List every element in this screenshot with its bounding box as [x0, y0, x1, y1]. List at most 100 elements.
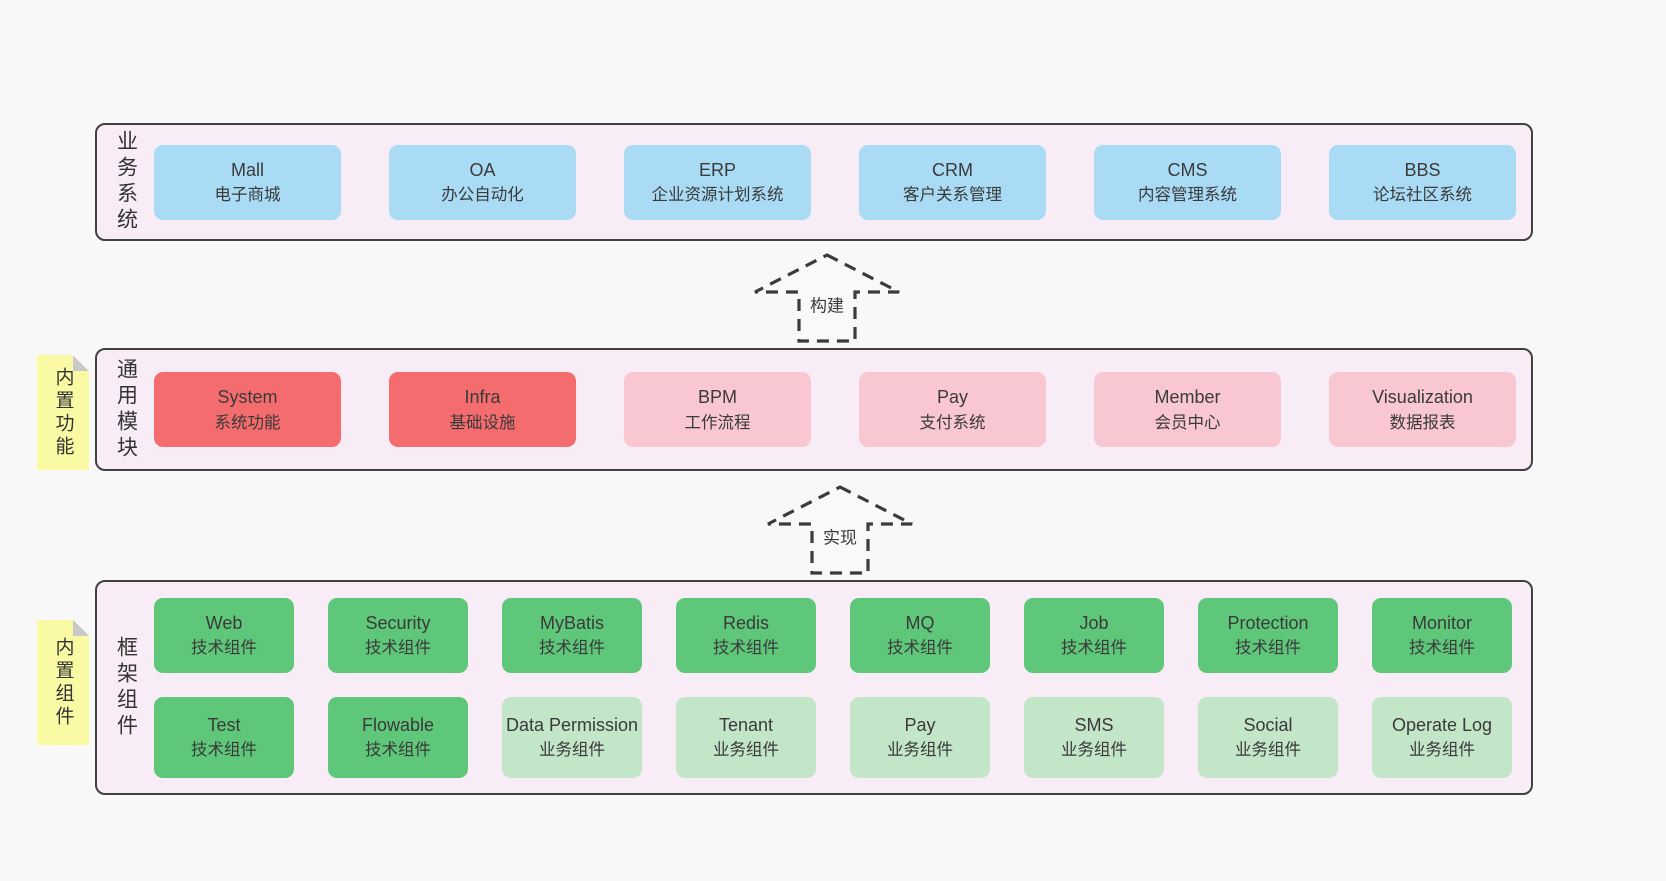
- box-title: Member: [1154, 387, 1221, 408]
- module-box-monitor: Monitor 技术组件: [1372, 597, 1512, 673]
- box-subtitle: 技术组件: [539, 639, 605, 658]
- box-subtitle: 技术组件: [365, 639, 431, 658]
- module-box-sms: SMS 业务组件: [1024, 696, 1164, 778]
- sticky-fold-corner: [73, 355, 89, 371]
- sticky-fold-corner: [73, 620, 89, 636]
- box-subtitle: 业务组件: [1061, 741, 1127, 760]
- box-title: SMS: [1074, 714, 1114, 735]
- module-box-security: Security 技术组件: [328, 597, 468, 673]
- module-box-flowable: Flowable 技术组件: [328, 696, 468, 778]
- box-subtitle: 业务组件: [539, 741, 605, 760]
- box-title: Infra: [464, 387, 501, 408]
- box-subtitle: 基础设施: [449, 413, 516, 432]
- box-subtitle: 工作流程: [684, 413, 751, 432]
- box-subtitle: 技术组件: [191, 639, 257, 658]
- box-subtitle: 技术组件: [1409, 639, 1475, 658]
- implement-arrow: 实现: [765, 484, 915, 576]
- module-box-pay: Pay 支付系统: [859, 372, 1046, 447]
- box-title: Flowable: [361, 714, 435, 735]
- layer-label-business: 业务系统: [114, 130, 138, 234]
- module-box-oa: OA 办公自动化: [389, 144, 576, 220]
- module-box-crm: CRM 客户关系管理: [859, 144, 1046, 220]
- module-box-job: Job 技术组件: [1024, 597, 1164, 673]
- module-box-operate-log: Operate Log 业务组件: [1372, 696, 1512, 778]
- box-subtitle: 客户关系管理: [903, 186, 1002, 205]
- box-subtitle: 企业资源计划系统: [651, 186, 784, 205]
- module-box-erp: ERP 企业资源计划系统: [624, 144, 811, 220]
- box-subtitle: 业务组件: [713, 741, 779, 760]
- box-subtitle: 业务组件: [887, 741, 953, 760]
- box-subtitle: 支付系统: [919, 413, 986, 432]
- build-arrow-label: 构建: [807, 290, 847, 318]
- box-title: Protection: [1227, 612, 1309, 633]
- module-box-bpm: BPM 工作流程: [624, 372, 811, 447]
- box-title: Mall: [230, 159, 264, 180]
- module-box-system: System 系统功能: [154, 372, 341, 447]
- box-title: CMS: [1167, 159, 1208, 180]
- module-box-member: Member 会员中心: [1094, 372, 1281, 447]
- module-box-web: Web 技术组件: [154, 597, 294, 673]
- layer-label-framework: 框架组件: [114, 635, 138, 740]
- layer-business-systems: 业务系统 Mall 电子商城 OA 办公自动化 ERP 企业资源计划系统 CRM 客户关系管理…: [95, 123, 1533, 241]
- build-arrow: 构建: [752, 252, 902, 344]
- box-subtitle: 技术组件: [191, 741, 257, 760]
- layer-label-common: 通用模块: [114, 357, 138, 462]
- box-row: System 系统功能 Infra 基础设施 BPM 工作流程 Pay 支付系统 Member 会…: [154, 372, 1531, 447]
- box-subtitle: 技术组件: [365, 741, 431, 760]
- sticky-note-text: 内置组件: [52, 636, 74, 729]
- box-subtitle: 数据报表: [1389, 413, 1456, 432]
- box-subtitle: 业务组件: [1409, 741, 1475, 760]
- box-subtitle: 办公自动化: [441, 186, 524, 205]
- box-title: MQ: [905, 612, 935, 633]
- box-subtitle: 论坛社区系统: [1373, 186, 1472, 205]
- box-title: Pay: [936, 387, 969, 408]
- module-box-mall: Mall 电子商城: [154, 144, 341, 220]
- box-subtitle: 系统功能: [214, 413, 281, 432]
- box-subtitle: 技术组件: [1061, 639, 1127, 658]
- business-boxes: Mall 电子商城 OA 办公自动化 ERP 企业资源计划系统 CRM 客户关系管理 CMS 内容…: [154, 125, 1531, 239]
- box-title: Security: [365, 612, 431, 633]
- box-title: Redis: [722, 612, 770, 633]
- box-subtitle: 业务组件: [1235, 741, 1301, 760]
- box-subtitle: 技术组件: [887, 639, 953, 658]
- box-title: Web: [205, 612, 243, 633]
- module-box-cms: CMS 内容管理系统: [1094, 144, 1281, 220]
- box-title: Test: [207, 714, 241, 735]
- module-box-redis: Redis 技术组件: [676, 597, 816, 673]
- common-boxes: System 系统功能 Infra 基础设施 BPM 工作流程 Pay 支付系统 Member 会…: [154, 350, 1531, 469]
- module-box-test: Test 技术组件: [154, 696, 294, 778]
- box-subtitle: 内容管理系统: [1138, 186, 1237, 205]
- box-title: Operate Log: [1391, 714, 1493, 735]
- box-title: MyBatis: [539, 612, 604, 633]
- box-subtitle: 电子商城: [214, 186, 281, 205]
- module-box-mq: MQ 技术组件: [850, 597, 990, 673]
- module-box-visualization: Visualization 数据报表: [1329, 372, 1516, 447]
- module-box-bbs: BBS 论坛社区系统: [1329, 144, 1516, 220]
- box-title: Visualization: [1372, 387, 1473, 408]
- sticky-note-builtin-functions: 内置功能: [37, 355, 89, 470]
- box-title: Social: [1243, 714, 1293, 735]
- box-subtitle: 技术组件: [713, 639, 779, 658]
- box-title: OA: [469, 159, 496, 180]
- module-box-mybatis: MyBatis 技术组件: [502, 597, 642, 673]
- box-title: ERP: [698, 159, 736, 180]
- box-title: Monitor: [1411, 612, 1473, 633]
- module-box-social: Social 业务组件: [1198, 696, 1338, 778]
- sticky-note-builtin-components: 内置组件: [37, 620, 89, 745]
- box-title: Job: [1079, 612, 1109, 633]
- box-title: CRM: [932, 159, 973, 180]
- implement-arrow-label: 实现: [820, 522, 860, 550]
- box-title: BBS: [1404, 159, 1441, 180]
- module-box-infra: Infra 基础设施: [389, 372, 576, 447]
- box-title: BPM: [697, 387, 737, 408]
- box-title: System: [217, 387, 278, 408]
- layer-common-modules: 通用模块 System 系统功能 Infra 基础设施 BPM 工作流程 Pay 支付系统 Me…: [95, 348, 1533, 471]
- box-subtitle: 会员中心: [1154, 413, 1221, 432]
